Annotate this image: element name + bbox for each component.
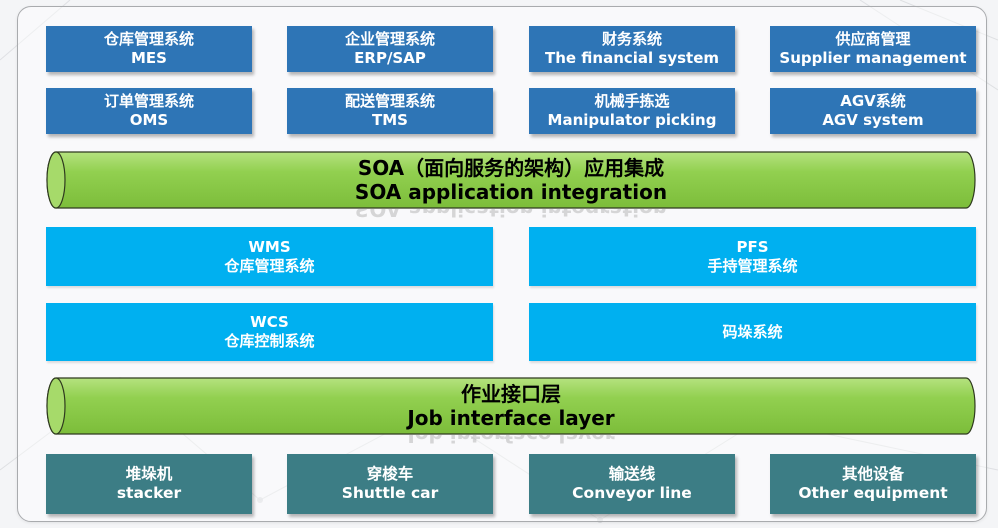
app-en-label: AGV system: [822, 111, 924, 129]
core-subtitle: 仓库管理系统: [224, 256, 315, 275]
pipe-cylinder-shape: [46, 151, 976, 209]
job-layer-cn-label: 作业接口层: [461, 382, 561, 406]
app-box-erp: 企业管理系统 ERP/SAP: [287, 26, 493, 72]
device-cn-label: 穿梭车: [366, 465, 414, 483]
device-box-conveyor: 输送线 Conveyor line: [529, 454, 735, 514]
app-box-oms: 订单管理系统 OMS: [46, 88, 252, 134]
app-cn-label: 配送管理系统: [344, 92, 435, 110]
app-en-label: Supplier management: [779, 49, 967, 67]
app-cn-label: 财务系统: [601, 30, 662, 48]
device-cn-label: 其他设备: [841, 465, 904, 483]
core-title: WCS: [250, 313, 289, 331]
app-en-label: ERP/SAP: [354, 49, 426, 67]
device-cn-label: 堆垛机: [125, 465, 173, 483]
app-cn-label: 供应商管理: [835, 30, 911, 48]
device-cn-label: 输送线: [608, 465, 656, 483]
device-box-shuttle: 穿梭车 Shuttle car: [287, 454, 493, 514]
device-box-stacker: 堆垛机 stacker: [46, 454, 252, 514]
app-cn-label: 机械手拣选: [594, 92, 670, 110]
soa-cn-label: SOA（面向服务的架构）应用集成: [357, 156, 665, 180]
core-box-wms: WMS 仓库管理系统: [46, 227, 493, 286]
core-subtitle: 手持管理系统: [707, 256, 798, 275]
device-en-label: Conveyor line: [572, 484, 692, 502]
app-en-label: OMS: [129, 111, 169, 129]
core-box-wcs: WCS 仓库控制系统: [46, 303, 493, 361]
app-cn-label: 企业管理系统: [344, 30, 435, 48]
core-title: WMS: [248, 237, 291, 256]
app-cn-label: AGV系统: [840, 92, 906, 110]
app-box-manipulator: 机械手拣选 Manipulator picking: [529, 88, 735, 134]
pipe-cylinder-shape: [46, 377, 976, 435]
core-subtitle: 仓库控制系统: [224, 332, 315, 350]
core-title: 码垛系统: [722, 322, 783, 341]
core-box-pfs: PFS 手持管理系统: [529, 227, 976, 286]
soa-integration-pipe: SOA（面向服务的架构）应用集成 SOA application integra…: [46, 151, 976, 221]
device-box-other: 其他设备 Other equipment: [770, 454, 976, 514]
app-box-financial: 财务系统 The financial system: [529, 26, 735, 72]
soa-label: SOA（面向服务的架构）应用集成 SOA application integra…: [46, 151, 976, 209]
app-cn-label: 仓库管理系统: [103, 30, 194, 48]
app-en-label: TMS: [372, 111, 408, 129]
job-interface-pipe: 作业接口层 Job interface layer Job interface …: [46, 377, 976, 447]
app-box-supplier: 供应商管理 Supplier management: [770, 26, 976, 72]
job-layer-label: 作业接口层 Job interface layer: [46, 377, 976, 435]
job-layer-en-label: Job interface layer: [407, 406, 615, 430]
app-cn-label: 订单管理系统: [103, 92, 194, 110]
app-box-tms: 配送管理系统 TMS: [287, 88, 493, 134]
app-en-label: The financial system: [544, 49, 720, 67]
device-en-label: Other equipment: [798, 484, 948, 502]
core-title: PFS: [736, 237, 769, 256]
device-en-label: Shuttle car: [341, 484, 439, 502]
core-box-stacking: 码垛系统: [529, 303, 976, 361]
app-en-label: MES: [131, 49, 167, 67]
app-box-agv: AGV系统 AGV system: [770, 88, 976, 134]
app-en-label: Manipulator picking: [547, 111, 717, 129]
app-box-mes: 仓库管理系统 MES: [46, 26, 252, 72]
device-en-label: stacker: [116, 484, 182, 502]
soa-en-label: SOA application integration: [354, 180, 668, 204]
